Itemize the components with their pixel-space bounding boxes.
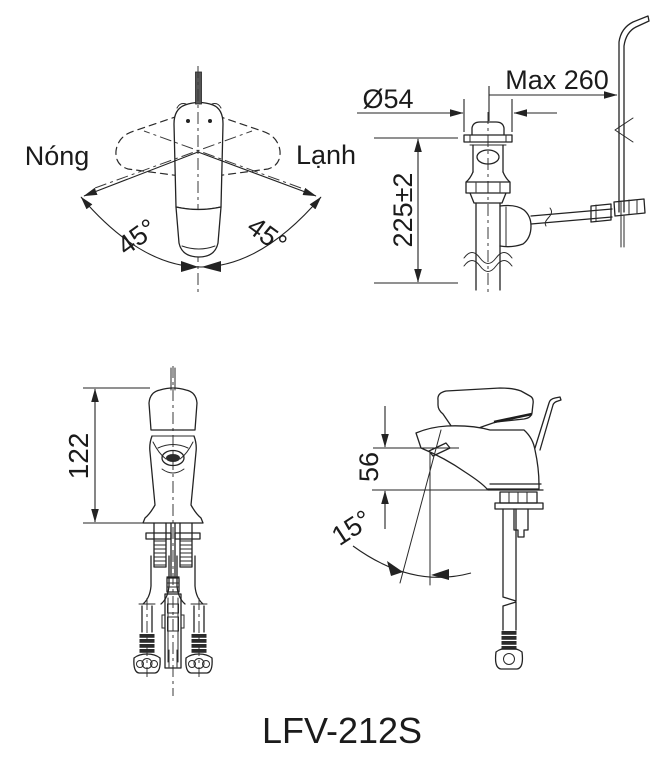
pop-up-drain-view: Ø54 Max 260 225±2 xyxy=(357,15,650,296)
spout-angle-label: 15° xyxy=(326,504,377,551)
hose-connector-left xyxy=(133,598,161,677)
right-angle-label: 45° xyxy=(242,211,293,259)
handle-rotation-top-view: Nóng Lạnh 45° 45° xyxy=(25,66,356,292)
arc-center-arrow-left xyxy=(181,261,199,272)
thread-hatching-left xyxy=(154,540,166,566)
cold-water-label: Lạnh xyxy=(296,140,356,170)
spout-height-label: 56 xyxy=(354,452,384,482)
angle-arrow-right xyxy=(431,569,449,580)
model-number-title: LFV-212S xyxy=(262,710,422,751)
hot-water-label: Nóng xyxy=(25,141,90,171)
max-reach-label: Max 260 xyxy=(505,65,609,95)
faucet-front-view: 122 xyxy=(63,366,213,696)
drain-diameter-label: Ø54 xyxy=(362,84,413,114)
drain-height-label: 225±2 xyxy=(388,173,418,248)
body-height-label: 122 xyxy=(63,433,94,480)
faucet-side-view: 56 15° xyxy=(326,387,562,670)
angle-arrow-left xyxy=(387,561,403,576)
left-angle-label: 45° xyxy=(112,213,163,261)
hose-connector-right xyxy=(185,598,213,677)
thread-hatching-right xyxy=(180,540,192,566)
arc-center-arrow-right xyxy=(201,261,221,272)
